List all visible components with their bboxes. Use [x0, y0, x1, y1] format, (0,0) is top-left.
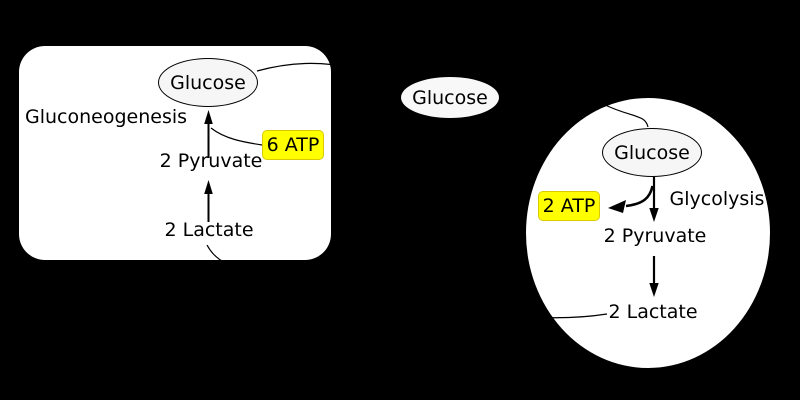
muscle-atp-label: 2 ATP [542, 195, 596, 217]
muscle-atp-badge: 2 ATP [538, 191, 600, 221]
liver-atp-label: 6 ATP [266, 134, 320, 156]
blood-glucose-label: Glucose [412, 86, 488, 109]
muscle-lactate-label: 2 Lactate [608, 301, 698, 323]
blood-glucose-node: Glucose [400, 76, 500, 119]
liver-lactate-label: 2 Lactate [164, 219, 254, 241]
liver-glucose-label: Glucose [170, 71, 246, 94]
muscle-glucose-label: Glucose [614, 141, 690, 164]
muscle-glucose-node: Glucose [602, 128, 702, 177]
gluconeogenesis-label: Gluconeogenesis [25, 106, 188, 128]
glycolysis-label: Glycolysis [669, 188, 765, 210]
liver-pyruvate-label: 2 Pyruvate [159, 150, 263, 172]
liver-atp-badge: 6 ATP [262, 130, 324, 160]
liver-glucose-node: Glucose [158, 58, 258, 107]
muscle-pyruvate-label: 2 Pyruvate [603, 225, 707, 247]
